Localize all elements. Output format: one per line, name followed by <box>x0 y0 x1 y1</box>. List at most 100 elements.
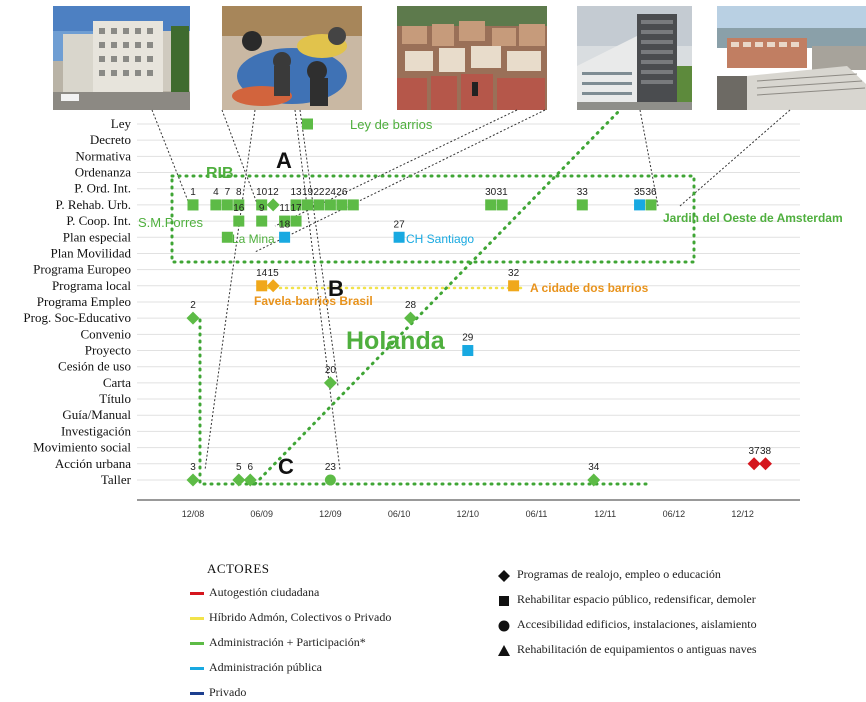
legend-shape-equipamientos: Rehabilitación de equipamientos o antigu… <box>517 642 757 656</box>
data-point-29 <box>462 345 474 357</box>
data-point-20 <box>323 376 337 390</box>
data-point-label: 5 <box>236 462 242 473</box>
annotation-ley-barrios: Ley de barrios <box>350 117 433 132</box>
data-point-label: 10 <box>256 187 268 198</box>
group-a-box <box>170 174 696 264</box>
data-point-label: 36 <box>645 187 657 198</box>
data-point-36 <box>645 199 657 211</box>
data-point-label: 28 <box>405 300 417 311</box>
data-point-label: 34 <box>588 462 600 473</box>
category-label: Movimiento social <box>33 440 131 455</box>
data-point-label: 30 <box>485 187 497 198</box>
data-point-37 <box>747 457 761 471</box>
data-point-label: 8 <box>236 187 242 198</box>
data-point-label: 38 <box>760 446 772 457</box>
triangle-icon <box>498 645 510 656</box>
category-label: Investigación <box>61 423 132 438</box>
photo-connector-lines <box>151 109 791 471</box>
data-point-24 <box>324 199 336 211</box>
holanda-diagonal-line <box>253 108 622 486</box>
data-point-label: 26 <box>336 187 348 198</box>
legend-swatch-navy <box>190 692 204 695</box>
data-point-label: 4 <box>213 187 219 198</box>
category-label: Ley <box>111 116 132 131</box>
data-point-label: 35 <box>634 187 646 198</box>
annotation-smporres: S.M.Porres <box>138 215 204 230</box>
photo-strip <box>0 0 866 115</box>
annotation-ch-santiago: CH Santiago <box>406 232 474 246</box>
data-point-label: 20 <box>325 365 337 376</box>
data-point-label: 9 <box>259 203 265 214</box>
data-point-label: 31 <box>497 187 509 198</box>
annotation-a: A <box>276 148 292 173</box>
photo-tower-blocks <box>577 6 692 110</box>
photo-community-mural <box>222 6 362 110</box>
data-point-label: 27 <box>394 219 406 230</box>
legend-actor-autogestion: Autogestión ciudadana <box>209 585 320 599</box>
data-point-13 <box>290 199 302 211</box>
data-point-23 <box>324 474 336 486</box>
category-label: P. Ord. Int. <box>74 181 131 196</box>
data-point-28 <box>404 311 418 325</box>
annotation-favela: Favela-barrios Brasil <box>254 294 373 308</box>
data-point-label: 17 <box>290 203 302 214</box>
data-point-5 <box>232 473 246 487</box>
group-c-line <box>198 318 650 486</box>
data-point-14 <box>256 280 268 292</box>
legend-actor-privado: Privado <box>209 685 247 699</box>
data-point-label: 24 <box>325 187 337 198</box>
x-tick-label: 12/09 <box>319 509 342 519</box>
category-label: P. Coop. Int. <box>66 213 131 228</box>
data-point-7 <box>221 199 233 211</box>
category-label: Convenio <box>80 326 131 341</box>
data-point-label: 32 <box>508 268 520 279</box>
x-tick-label: 06/11 <box>526 509 548 519</box>
photo-renovated-warehouse <box>717 6 866 110</box>
data-point-32 <box>508 280 520 292</box>
data-point-unlabeled <box>221 231 233 243</box>
annotation-jardin: Jardin del Oeste de Amsterdam <box>663 211 843 225</box>
data-point-unlabeled <box>347 199 359 211</box>
data-point-8 <box>233 199 245 211</box>
category-label: Ordenanza <box>75 165 132 180</box>
category-label: Programa Europeo <box>33 262 131 277</box>
data-point-30 <box>485 199 497 211</box>
data-point-16 <box>233 215 245 227</box>
data-point-label: 16 <box>233 203 245 214</box>
category-label: Taller <box>101 472 132 487</box>
data-point-label: 12 <box>268 187 280 198</box>
data-point-17 <box>290 215 302 227</box>
x-tick-label: 12/12 <box>731 509 754 519</box>
data-point-6 <box>243 473 257 487</box>
photo-apartment-blocks <box>53 6 190 110</box>
data-point-label: 15 <box>268 268 280 279</box>
legend-swatch-red <box>190 592 204 595</box>
annotation-rib: RIB <box>206 165 234 182</box>
square-icon <box>499 596 509 606</box>
diamond-icon <box>498 570 510 582</box>
annotation-b: B <box>328 276 344 301</box>
legend-actor-admin-publica: Administración pública <box>209 660 322 674</box>
data-point-10 <box>256 199 268 211</box>
data-point-label: 33 <box>577 187 589 198</box>
data-point-38 <box>759 457 772 471</box>
data-point-18 <box>279 231 291 243</box>
category-label: Plan Movilidad <box>50 245 131 260</box>
data-point-unlabeled <box>302 118 313 130</box>
circle-icon <box>498 620 510 632</box>
data-point-label: 2 <box>190 300 196 311</box>
data-point-26 <box>336 199 348 211</box>
annotation-lamina: La Mina <box>232 232 275 246</box>
data-point-9 <box>256 215 268 227</box>
x-tick-label: 06/09 <box>250 509 273 519</box>
photo-favela-hillside <box>397 6 547 110</box>
data-point-label: 23 <box>325 462 337 473</box>
annotation-holanda: Holanda <box>346 327 446 355</box>
data-point-label: 13 <box>290 187 302 198</box>
legend-shape-programas: Programas de realojo, empleo o educación <box>517 567 721 581</box>
data-point-label: 1 <box>190 187 196 198</box>
data-point-label: 22 <box>313 187 325 198</box>
